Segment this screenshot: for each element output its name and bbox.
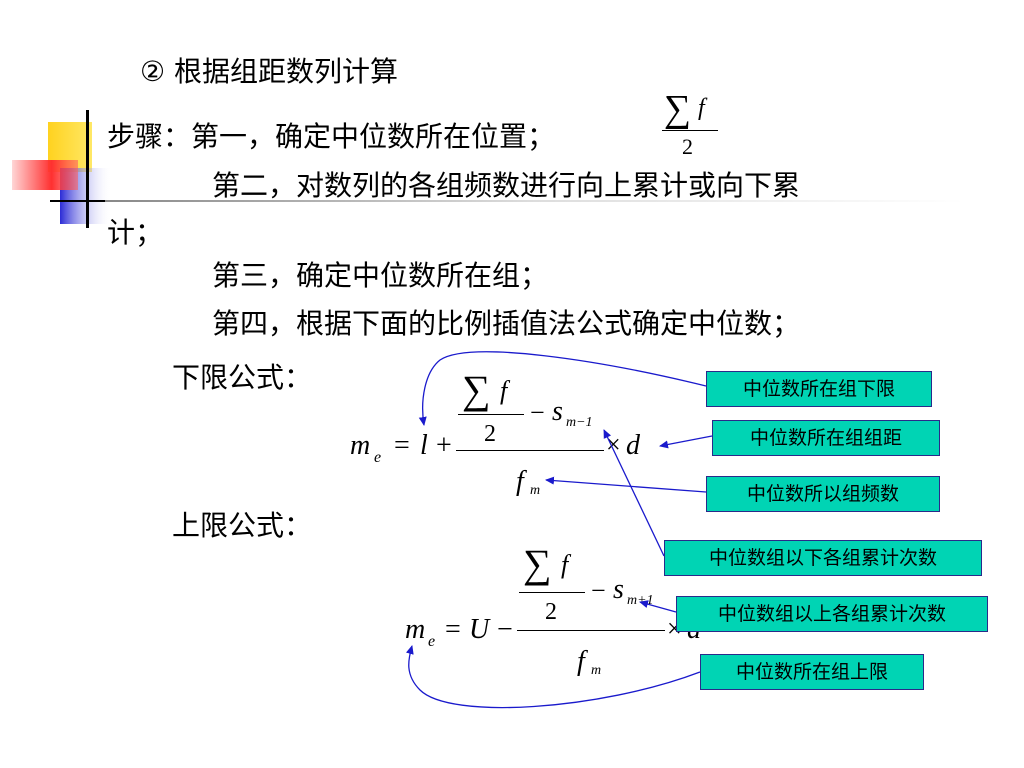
title-underline: [105, 200, 965, 202]
arrow-to-frequency: [545, 476, 707, 493]
arrow-to-cumulative-above: [639, 600, 677, 613]
inner-denominator: 2: [545, 599, 557, 625]
f-variable: f: [500, 376, 508, 405]
frequency-subscript: m: [591, 663, 602, 678]
median-subscript-e: e: [374, 449, 382, 466]
upper-formula: m e = U − ∑ f 2 − s m+1 × d f m: [405, 542, 725, 682]
frequency-f: f: [516, 466, 524, 497]
cumulative-s: s: [552, 396, 563, 427]
minus-sign: −: [591, 576, 606, 605]
inner-denominator: 2: [484, 421, 496, 447]
corner-decoration: [12, 110, 120, 228]
sum-symbol: ∑: [664, 88, 692, 130]
label-class-width: 中位数所在组组距: [712, 420, 940, 456]
step-3-text: 第三，确定中位数所在组；: [212, 259, 549, 292]
label-cumulative-above: 中位数组以上各组累计次数: [676, 596, 988, 632]
page-heading: ② 根据组距数列计算: [140, 55, 399, 88]
step-2-text: 第二，对数列的各组频数进行向上累计或向下累: [212, 169, 801, 202]
deco-horizontal-line: [50, 200, 120, 202]
step-1-text: 步骤：第一，确定中位数所在位置；: [107, 120, 556, 153]
main-fraction-bar: [517, 630, 665, 631]
f-variable: f: [698, 95, 705, 121]
median-subscript-e: e: [428, 633, 436, 650]
lower-limit-l: l: [420, 430, 428, 461]
fraction-bar: [662, 130, 718, 131]
median-m: m: [405, 614, 426, 645]
arrow-to-class-width: [659, 435, 713, 449]
inner-fraction-bar: [458, 414, 524, 415]
deco-vertical-line: [86, 110, 89, 228]
step-4-text: 第四，根据下面的比例插值法公式确定中位数；: [212, 307, 801, 340]
upper-formula-label: 上限公式：: [172, 509, 313, 542]
lower-formula-label: 下限公式：: [172, 361, 313, 394]
equals-sign: =: [445, 614, 461, 645]
class-width-d: d: [626, 430, 640, 461]
sum-symbol: ∑: [462, 367, 491, 412]
f-variable: f: [561, 550, 569, 579]
median-m: m: [350, 430, 371, 461]
label-upper-limit: 中位数所在组上限: [700, 654, 924, 690]
arrow-to-cumulative-below: [603, 429, 665, 557]
step-2-continuation: 计；: [107, 216, 164, 249]
inner-fraction-bar: [519, 592, 585, 593]
sum-symbol: ∑: [523, 541, 552, 586]
label-class-frequency: 中位数所以组频数: [706, 476, 940, 512]
arrow-to-lower-limit: [418, 351, 707, 426]
cumulative-s: s: [613, 574, 624, 605]
label-cumulative-below: 中位数组以下各组累计次数: [664, 540, 982, 576]
equals-sign: =: [394, 430, 410, 461]
s-subscript: m−1: [566, 415, 593, 430]
position-formula: ∑ f 2: [660, 88, 720, 163]
arrow-to-upper-limit: [405, 645, 701, 709]
minus-operator: −: [497, 614, 513, 645]
denominator: 2: [682, 134, 693, 159]
minus-sign: −: [530, 398, 545, 427]
frequency-f: f: [577, 646, 585, 677]
plus-sign: +: [436, 430, 452, 461]
deco-red-bar: [12, 160, 78, 190]
label-lower-limit: 中位数所在组下限: [706, 371, 932, 407]
main-fraction-bar: [456, 450, 604, 451]
upper-limit-u: U: [469, 614, 490, 645]
frequency-subscript: m: [530, 483, 541, 498]
